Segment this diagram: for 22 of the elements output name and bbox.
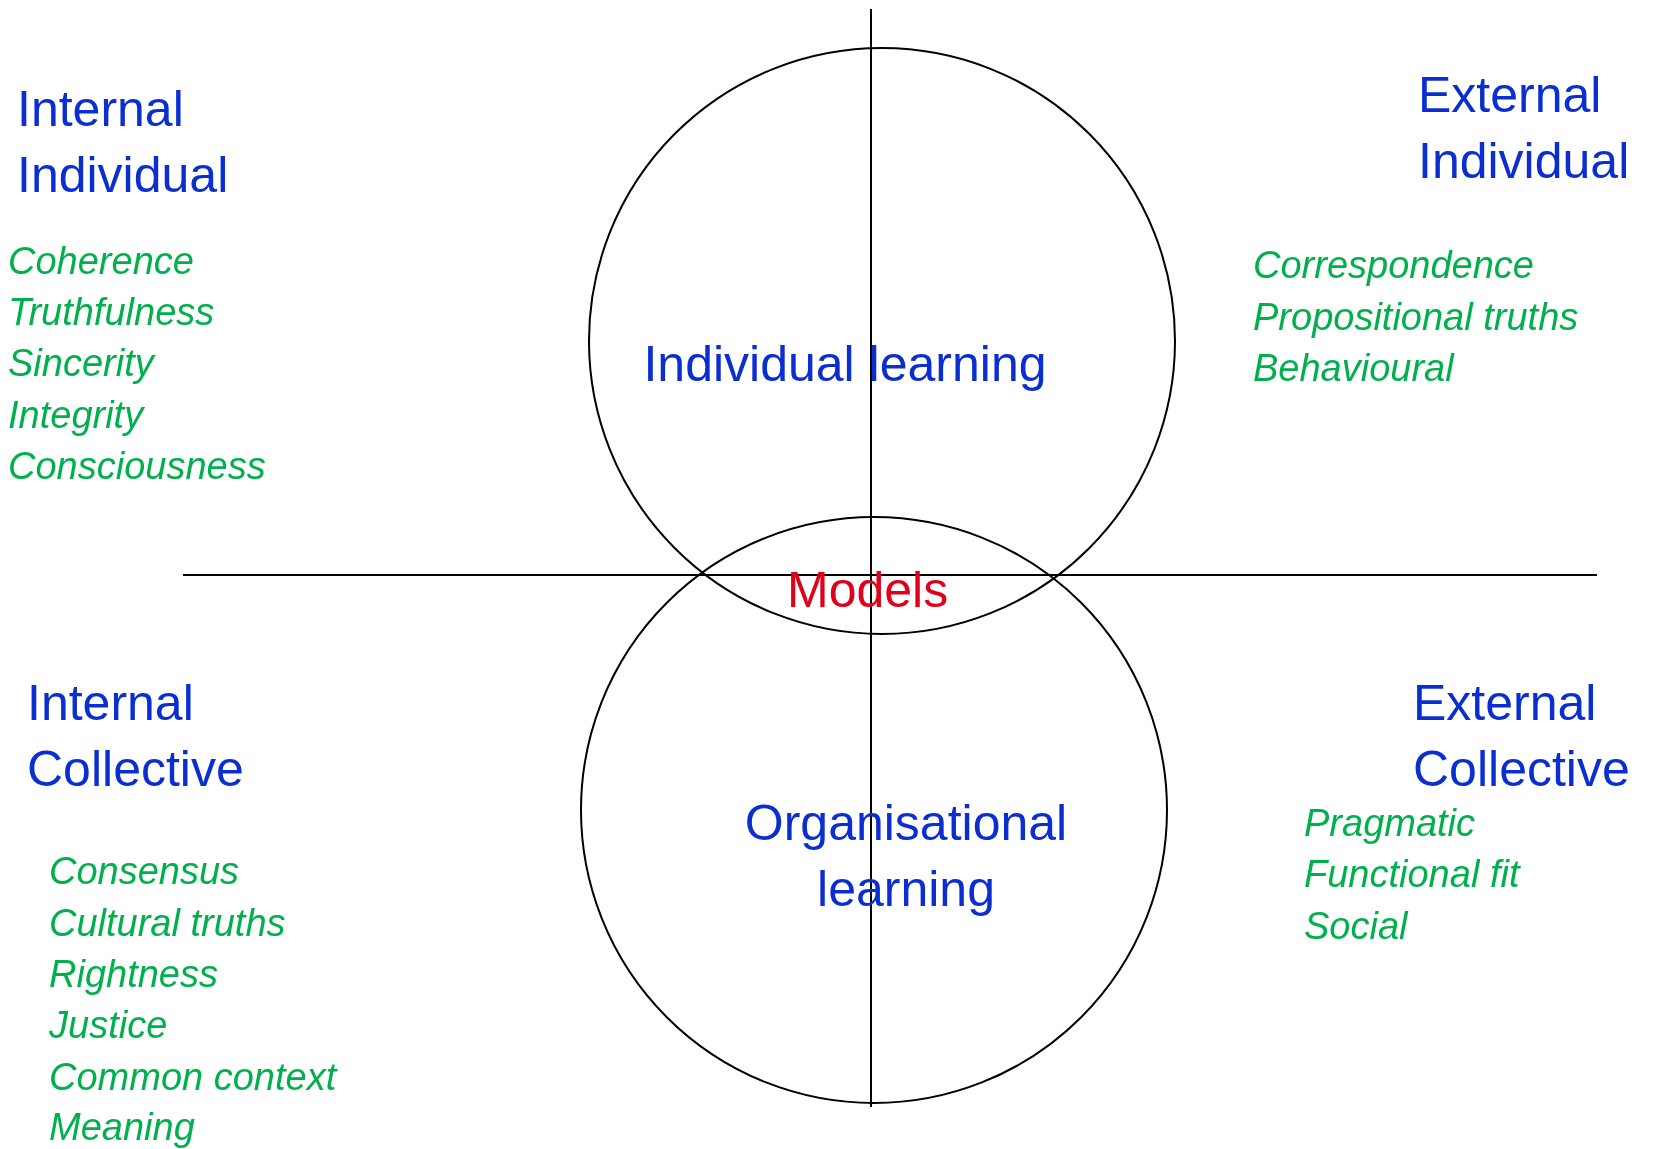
list-item: Rightness — [49, 952, 218, 996]
list-item: Truthfulness — [8, 290, 215, 334]
list-item: Consciousness — [8, 444, 266, 488]
list-item: Functional fit — [1304, 852, 1520, 896]
quadrant-heading: External Individual — [1418, 66, 1631, 191]
quadrant-heading: Internal Collective — [27, 674, 245, 799]
circle-label: Individual learning — [642, 335, 1048, 394]
list-item: Behavioural — [1253, 346, 1454, 390]
list-item: Sincerity — [8, 341, 154, 385]
quadrant-heading: External Collective — [1413, 674, 1631, 799]
list-item: Integrity — [8, 393, 144, 437]
list-item: Coherence — [8, 239, 194, 283]
list-item: Justice — [49, 1003, 168, 1047]
list-item: Cultural truths — [49, 901, 286, 945]
list-item: Pragmatic — [1304, 801, 1476, 845]
list-item: Propositional truths — [1253, 295, 1579, 339]
list-item: Common context — [49, 1055, 337, 1099]
list-item: Consensus — [49, 849, 240, 893]
list-item: Meaning — [49, 1105, 195, 1149]
list-item: Correspondence — [1253, 243, 1534, 287]
list-item: Social — [1304, 904, 1408, 948]
quadrant-heading: Internal Individual — [17, 80, 230, 205]
